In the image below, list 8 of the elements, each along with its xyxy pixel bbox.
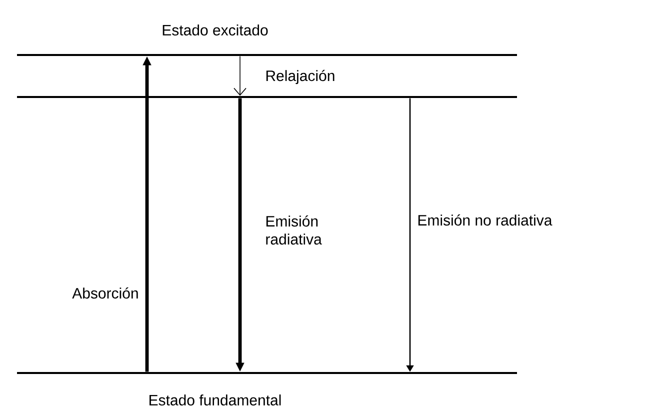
arrow-label: Emisión radiativa (266, 215, 322, 245)
level-label: Estado excitado (162, 24, 268, 36)
energy-level-line (17, 96, 517, 98)
arrow-label: Emisión no radiativa (418, 214, 552, 226)
arrow-label: Absorción (72, 287, 138, 299)
arrow (234, 56, 246, 96)
level-label: Estado fundamental (150, 394, 281, 406)
arrow-label: Relajación (266, 70, 334, 84)
